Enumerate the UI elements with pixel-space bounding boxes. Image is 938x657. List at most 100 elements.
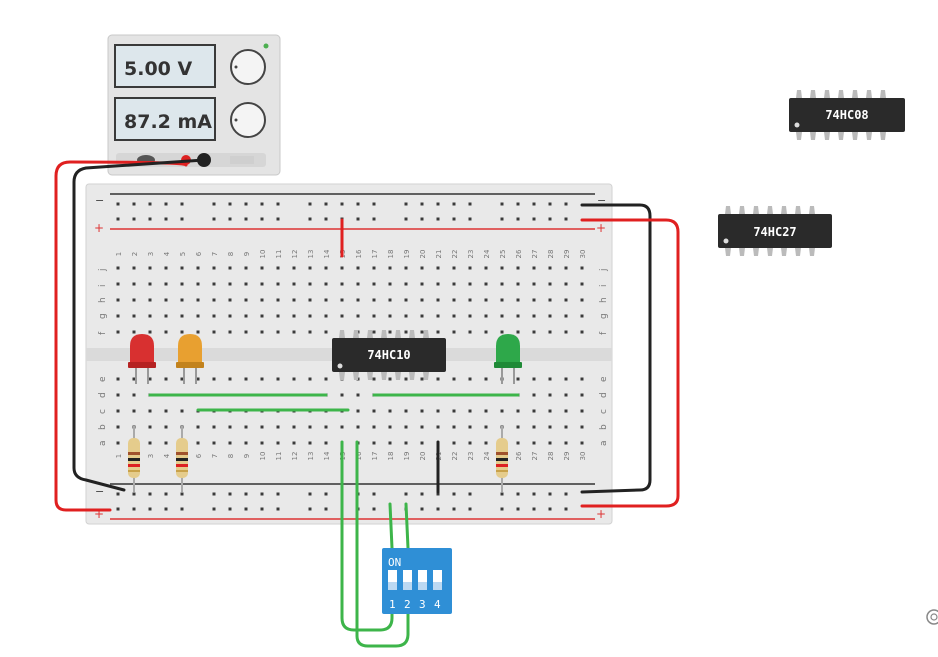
terminal-hole[interactable]	[404, 441, 408, 445]
terminal-hole[interactable]	[276, 330, 280, 334]
rail-hole[interactable]	[180, 217, 184, 221]
terminal-hole[interactable]	[420, 330, 424, 334]
terminal-hole[interactable]	[532, 330, 536, 334]
rail-hole[interactable]	[356, 217, 360, 221]
terminal-hole[interactable]	[116, 266, 120, 270]
terminal-hole[interactable]	[452, 314, 456, 318]
rail-hole[interactable]	[116, 217, 120, 221]
terminal-hole[interactable]	[180, 282, 184, 286]
resistor-3[interactable]	[496, 426, 508, 492]
terminal-hole[interactable]	[404, 298, 408, 302]
terminal-hole[interactable]	[404, 266, 408, 270]
terminal-hole[interactable]	[564, 282, 568, 286]
terminal-hole[interactable]	[132, 330, 136, 334]
terminal-hole[interactable]	[292, 425, 296, 429]
terminal-hole[interactable]	[580, 282, 584, 286]
terminal-hole[interactable]	[212, 377, 216, 381]
terminal-hole[interactable]	[532, 377, 536, 381]
terminal-hole[interactable]	[260, 282, 264, 286]
terminal-hole[interactable]	[340, 425, 344, 429]
rail-hole[interactable]	[164, 507, 168, 511]
terminal-hole[interactable]	[116, 282, 120, 286]
terminal-hole[interactable]	[500, 314, 504, 318]
terminal-hole[interactable]	[292, 441, 296, 445]
terminal-hole[interactable]	[436, 409, 440, 413]
terminal-hole[interactable]	[436, 266, 440, 270]
terminal-hole[interactable]	[580, 266, 584, 270]
terminal-hole[interactable]	[420, 441, 424, 445]
terminal-hole[interactable]	[388, 282, 392, 286]
resistor-1[interactable]	[128, 426, 140, 492]
terminal-hole[interactable]	[356, 425, 360, 429]
dip-toggle-3[interactable]	[418, 570, 427, 590]
terminal-hole[interactable]	[148, 409, 152, 413]
terminal-hole[interactable]	[436, 377, 440, 381]
terminal-hole[interactable]	[132, 409, 136, 413]
terminal-hole[interactable]	[276, 266, 280, 270]
terminal-hole[interactable]	[356, 409, 360, 413]
rail-hole[interactable]	[324, 492, 328, 496]
terminal-hole[interactable]	[324, 314, 328, 318]
terminal-hole[interactable]	[340, 298, 344, 302]
terminal-hole[interactable]	[436, 282, 440, 286]
rail-hole[interactable]	[500, 492, 504, 496]
terminal-hole[interactable]	[436, 330, 440, 334]
terminal-hole[interactable]	[260, 425, 264, 429]
rail-hole[interactable]	[516, 202, 520, 206]
rail-hole[interactable]	[260, 217, 264, 221]
terminal-hole[interactable]	[228, 314, 232, 318]
rail-hole[interactable]	[308, 202, 312, 206]
wire-black-rails[interactable]	[580, 203, 652, 494]
rail-hole[interactable]	[148, 202, 152, 206]
terminal-hole[interactable]	[148, 298, 152, 302]
rail-hole[interactable]	[212, 507, 216, 511]
terminal-hole[interactable]	[292, 377, 296, 381]
terminal-hole[interactable]	[292, 314, 296, 318]
rail-hole[interactable]	[180, 492, 184, 496]
terminal-hole[interactable]	[484, 377, 488, 381]
terminal-hole[interactable]	[308, 330, 312, 334]
terminal-hole[interactable]	[516, 266, 520, 270]
terminal-hole[interactable]	[484, 266, 488, 270]
rail-hole[interactable]	[532, 202, 536, 206]
terminal-hole[interactable]	[484, 425, 488, 429]
terminal-hole[interactable]	[388, 377, 392, 381]
terminal-hole[interactable]	[404, 377, 408, 381]
terminal-hole[interactable]	[564, 330, 568, 334]
rail-hole[interactable]	[468, 202, 472, 206]
terminal-hole[interactable]	[580, 425, 584, 429]
terminal-hole[interactable]	[180, 266, 184, 270]
terminal-hole[interactable]	[164, 425, 168, 429]
voltage-knob[interactable]	[230, 49, 266, 85]
terminal-hole[interactable]	[516, 441, 520, 445]
rail-hole[interactable]	[420, 507, 424, 511]
rail-hole[interactable]	[500, 202, 504, 206]
led-green[interactable]	[494, 334, 522, 384]
terminal-hole[interactable]	[164, 409, 168, 413]
terminal-hole[interactable]	[356, 314, 360, 318]
terminal-hole[interactable]	[548, 282, 552, 286]
terminal-hole[interactable]	[420, 282, 424, 286]
terminal-hole[interactable]	[244, 298, 248, 302]
led-red[interactable]	[128, 334, 156, 384]
terminal-hole[interactable]	[260, 314, 264, 318]
terminal-hole[interactable]	[196, 377, 200, 381]
terminal-hole[interactable]	[500, 282, 504, 286]
terminal-hole[interactable]	[356, 282, 360, 286]
rail-hole[interactable]	[132, 217, 136, 221]
rail-hole[interactable]	[516, 217, 520, 221]
terminal-hole[interactable]	[532, 425, 536, 429]
rail-hole[interactable]	[548, 507, 552, 511]
rail-hole[interactable]	[548, 217, 552, 221]
terminal-hole[interactable]	[116, 377, 120, 381]
terminal-hole[interactable]	[404, 330, 408, 334]
rail-hole[interactable]	[132, 507, 136, 511]
terminal-hole[interactable]	[564, 441, 568, 445]
rail-hole[interactable]	[308, 507, 312, 511]
led-orange[interactable]	[176, 334, 204, 384]
terminal-hole[interactable]	[468, 330, 472, 334]
terminal-hole[interactable]	[404, 425, 408, 429]
rail-hole[interactable]	[148, 507, 152, 511]
rail-hole[interactable]	[548, 202, 552, 206]
rail-hole[interactable]	[372, 492, 376, 496]
